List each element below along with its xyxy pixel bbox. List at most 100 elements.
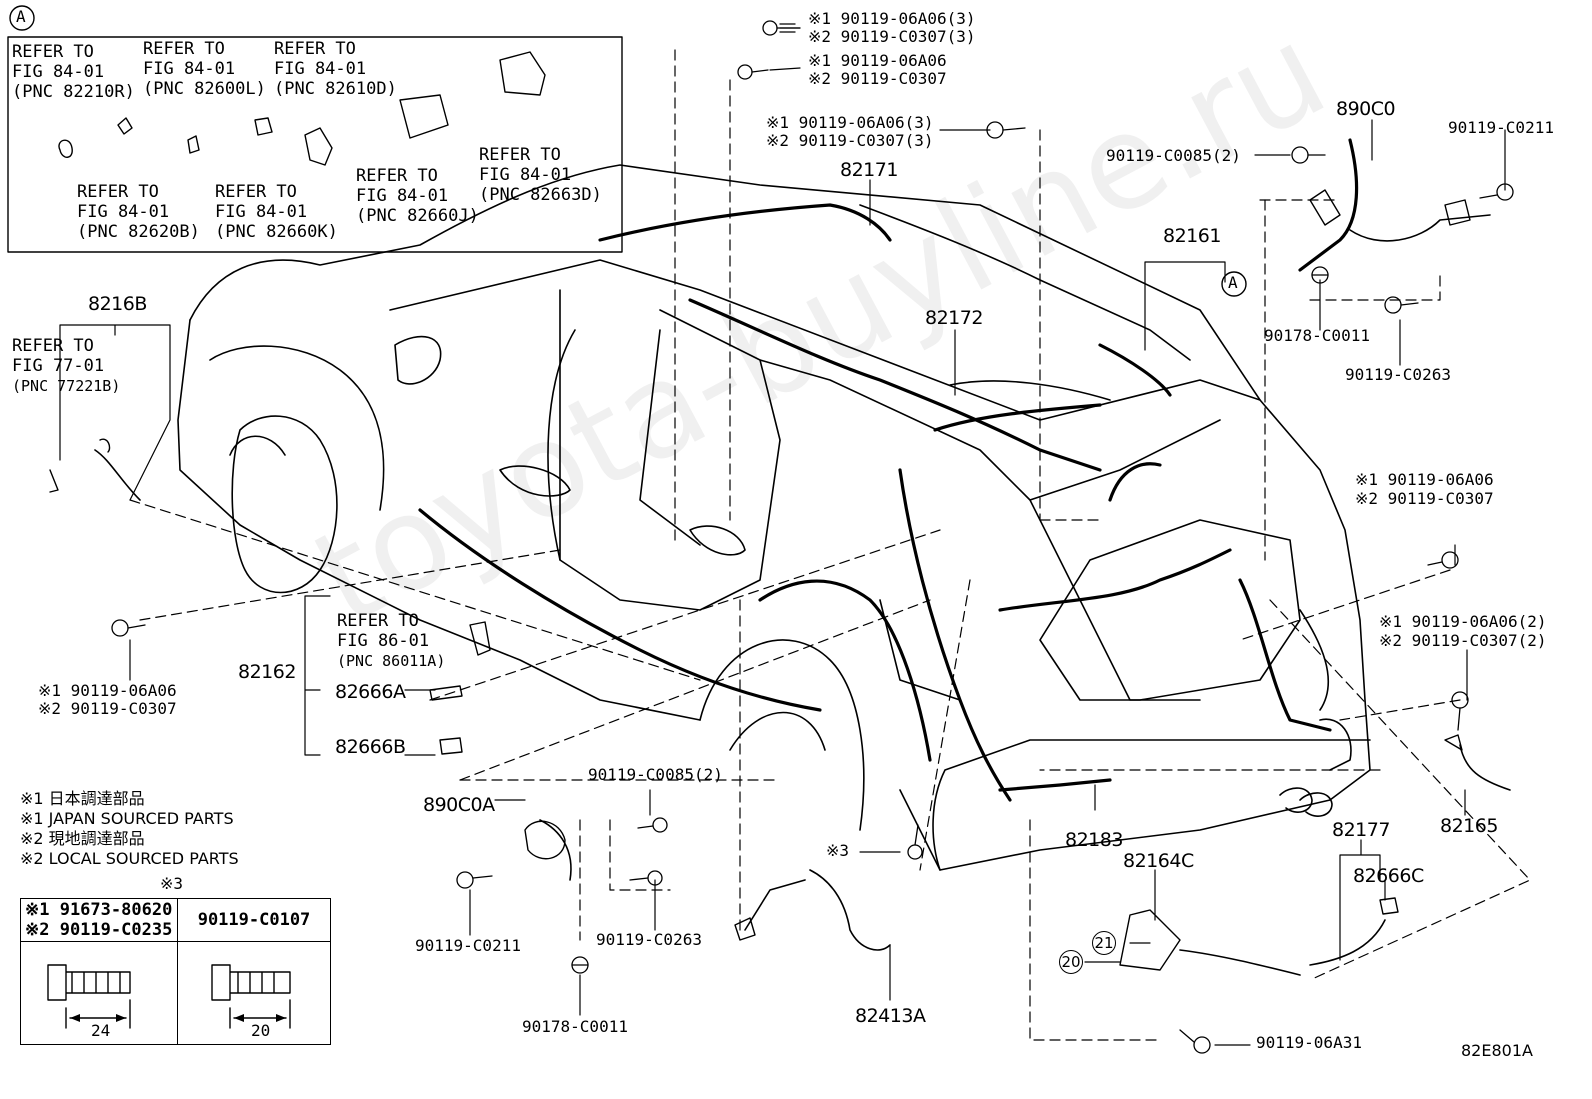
ref-line3: (PNC 82610D) bbox=[274, 79, 397, 99]
circle-ref-21: 21 bbox=[1092, 931, 1116, 955]
inset-ref-6: REFER TO FIG 84-01 (PNC 82660J) bbox=[356, 166, 479, 226]
part-82183[interactable]: 82183 bbox=[1065, 829, 1123, 851]
ref-line3: (PNC 77221B) bbox=[12, 377, 121, 395]
fastener-c0011-l[interactable]: 90178-C0011 bbox=[522, 1017, 628, 1036]
fastener-right2a[interactable]: ※1 90119-06A06(2) bbox=[1379, 612, 1547, 631]
clip-c0011-r bbox=[1311, 266, 1329, 284]
callout-a-main-label: A bbox=[1228, 273, 1238, 292]
bolt-top-3 bbox=[986, 121, 1026, 139]
fastener-c0011-r[interactable]: 90178-C0011 bbox=[1264, 326, 1370, 345]
legend-note-3: ※2 現地調達部品 bbox=[20, 829, 145, 848]
ref-line2: FIG 84-01 bbox=[356, 186, 449, 206]
ref-line3: (PNC 82620B) bbox=[77, 222, 200, 242]
bolt-left-1 bbox=[111, 619, 146, 637]
ref-line2: FIG 84-01 bbox=[77, 202, 170, 222]
part-82177[interactable]: 82177 bbox=[1332, 819, 1390, 841]
fastener-top3b[interactable]: ※2 90119-C0307(3) bbox=[766, 131, 934, 150]
bolt-star3 bbox=[907, 824, 923, 860]
part-82164C[interactable]: 82164C bbox=[1123, 850, 1194, 872]
ref-line1: REFER TO bbox=[356, 166, 438, 186]
bolt-cell-2 bbox=[177, 941, 331, 1045]
ref-fig77: REFER TO FIG 77-01 (PNC 77221B) bbox=[12, 336, 120, 396]
ref-line1: REFER TO bbox=[12, 42, 94, 62]
ref-line2: FIG 84-01 bbox=[479, 165, 572, 185]
inset-ref-3: REFER TO FIG 84-01 (PNC 82610D) bbox=[274, 39, 397, 99]
inset-ref-4: REFER TO FIG 84-01 (PNC 82620B) bbox=[77, 182, 200, 242]
ref-fig86: REFER TO FIG 86-01 (PNC 86011A) bbox=[337, 611, 445, 671]
bolt-c0085 bbox=[1291, 146, 1326, 164]
part-8216B[interactable]: 8216B bbox=[88, 293, 147, 315]
fastener-c0085-2b[interactable]: 90119-C0085(2) bbox=[588, 765, 723, 784]
part-82161[interactable]: 82161 bbox=[1163, 225, 1221, 247]
inset-frame bbox=[7, 36, 623, 253]
ref-line1: REFER TO bbox=[337, 611, 419, 631]
bolt-spec-1: ※1 91673-80620 bbox=[25, 900, 173, 920]
part-82172[interactable]: 82172 bbox=[925, 307, 983, 329]
ref-line1: REFER TO bbox=[479, 145, 561, 165]
circle-ref-20: 20 bbox=[1059, 950, 1083, 974]
inset-ref-7: REFER TO FIG 84-01 (PNC 82663D) bbox=[479, 145, 602, 205]
fastener-top1a[interactable]: ※1 90119-06A06(3) bbox=[808, 9, 976, 28]
fastener-star3[interactable]: ※3 bbox=[826, 841, 850, 860]
ref-line3: (PNC 82660J) bbox=[356, 206, 479, 226]
fastener-right1b[interactable]: ※2 90119-C0307 bbox=[1355, 489, 1494, 508]
fastener-c0211-l[interactable]: 90119-C0211 bbox=[415, 936, 521, 955]
bolt-cell-1 bbox=[20, 941, 178, 1045]
fastener-right1a[interactable]: ※1 90119-06A06 bbox=[1355, 470, 1494, 489]
callout-a-inset bbox=[9, 5, 35, 31]
bolt-c0263-l bbox=[629, 870, 663, 886]
ref-line3: (PNC 82600L) bbox=[143, 79, 266, 99]
bolt-table-header-1: ※1 91673-80620 ※2 90119-C0235 bbox=[20, 898, 178, 942]
part-82171[interactable]: 82171 bbox=[840, 159, 898, 181]
bolt-c0211-l bbox=[456, 871, 493, 889]
part-82666B[interactable]: 82666B bbox=[335, 736, 406, 758]
fastener-right2b[interactable]: ※2 90119-C0307(2) bbox=[1379, 631, 1547, 650]
bolt-table-header-2: 90119-C0107 bbox=[177, 898, 331, 942]
ref-line2: FIG 84-01 bbox=[12, 62, 105, 82]
ref-line3: (PNC 82663D) bbox=[479, 185, 602, 205]
ref-line3: (PNC 82660K) bbox=[215, 222, 338, 242]
ref-line1: REFER TO bbox=[12, 336, 94, 356]
ref-line3: (PNC 86011A) bbox=[337, 652, 446, 670]
ref-line2: FIG 84-01 bbox=[215, 202, 308, 222]
part-82165[interactable]: 82165 bbox=[1440, 815, 1498, 837]
ref-line1: REFER TO bbox=[77, 182, 159, 202]
part-82666A[interactable]: 82666A bbox=[335, 681, 406, 703]
bolt-dim-2: 20 bbox=[251, 1021, 271, 1040]
diagram-id: 82E801A bbox=[1461, 1041, 1533, 1060]
legend-note-1: ※1 日本調達部品 bbox=[20, 789, 145, 808]
ref-line2: FIG 77-01 bbox=[12, 356, 105, 376]
fastener-c0211-r[interactable]: 90119-C0211 bbox=[1448, 118, 1554, 137]
part-82666C[interactable]: 82666C bbox=[1353, 865, 1424, 887]
leader-lines bbox=[59, 27, 1506, 1046]
fastener-06a31[interactable]: 90119-06A31 bbox=[1256, 1033, 1362, 1052]
fastener-c0263-r[interactable]: 90119-C0263 bbox=[1345, 365, 1451, 384]
fastener-c0085-2[interactable]: 90119-C0085(2) bbox=[1106, 146, 1241, 165]
inset-ref-2: REFER TO FIG 84-01 (PNC 82600L) bbox=[143, 39, 266, 99]
bolt-dim-1: 24 bbox=[91, 1021, 111, 1040]
callout-a-main bbox=[1221, 271, 1247, 297]
bolt-spec-3: 90119-C0107 bbox=[197, 910, 311, 930]
fastener-top1b[interactable]: ※2 90119-C0307(3) bbox=[808, 27, 976, 46]
fastener-c0263-l[interactable]: 90119-C0263 bbox=[596, 930, 702, 949]
legend-note-4: ※2 LOCAL SOURCED PARTS bbox=[20, 849, 239, 868]
bolt-spec-2: ※2 90119-C0235 bbox=[25, 920, 173, 940]
bolt-top-1 bbox=[762, 20, 801, 36]
part-82162[interactable]: 82162 bbox=[238, 661, 296, 683]
bolt-06a31 bbox=[1179, 1029, 1211, 1054]
fastener-left1a[interactable]: ※1 90119-06A06 bbox=[38, 681, 177, 700]
fastener-top3a[interactable]: ※1 90119-06A06(3) bbox=[766, 113, 934, 132]
ref-line1: REFER TO bbox=[143, 39, 225, 59]
inset-ref-1: REFER TO FIG 84-01 (PNC 82210R) bbox=[12, 42, 135, 102]
ref-line1: REFER TO bbox=[274, 39, 356, 59]
component-sketches bbox=[49, 51, 1471, 971]
fastener-left1b[interactable]: ※2 90119-C0307 bbox=[38, 699, 177, 718]
part-890C0[interactable]: 890C0 bbox=[1336, 98, 1396, 120]
part-82413A[interactable]: 82413A bbox=[855, 1005, 926, 1027]
fastener-top2a[interactable]: ※1 90119-06A06 bbox=[808, 51, 947, 70]
bolt-table-title: ※3 bbox=[160, 874, 184, 893]
vehicle-body bbox=[177, 164, 1371, 871]
ref-line2: FIG 84-01 bbox=[274, 59, 367, 79]
fastener-top2b[interactable]: ※2 90119-C0307 bbox=[808, 69, 947, 88]
part-890C0A[interactable]: 890C0A bbox=[423, 794, 495, 816]
